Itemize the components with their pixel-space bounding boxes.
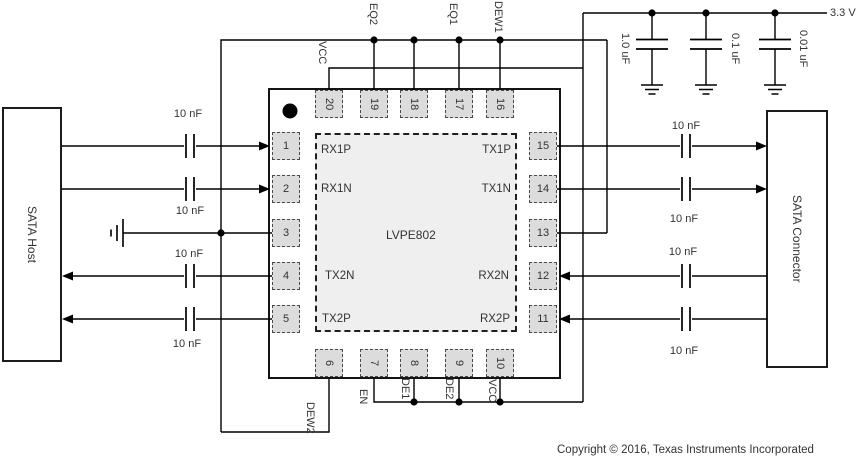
pin-number: 1 <box>282 140 290 152</box>
pin-box-9: 9 <box>445 349 473 377</box>
pin-number: 18 <box>408 97 420 111</box>
pin-number: 14 <box>536 183 550 195</box>
pin-number: 16 <box>494 97 506 111</box>
cap-value-10nF-rx1p: 10 nF <box>173 108 203 120</box>
pin-number: 7 <box>368 359 380 367</box>
signal-label-dew1: DEW1 <box>492 1 504 33</box>
pin-number: 17 <box>453 97 465 111</box>
pin-number: 11 <box>537 313 549 325</box>
pin-box-10: 10 <box>486 349 514 377</box>
pin-number: 6 <box>323 359 335 367</box>
pin-number: 8 <box>408 359 420 367</box>
cap-value-10nF-rx1n: 10 nF <box>175 205 205 217</box>
copyright-text: Copyright © 2016, Texas Instruments Inco… <box>557 444 814 456</box>
signal-label-vcc-top: VCC <box>316 41 328 65</box>
cap-value-0p1uF: 0.1 uF <box>729 33 741 65</box>
pin-box-18: 18 <box>400 90 428 118</box>
signal-label-eq1: EQ1 <box>447 3 459 26</box>
pin-box-3: 3 <box>272 219 300 247</box>
port-label-tx1p: TX1P <box>482 144 511 156</box>
pin-box-11: 11 <box>529 305 557 333</box>
pin-box-14: 14 <box>529 175 557 203</box>
pin-number: 20 <box>323 97 335 111</box>
port-label-rx2n: RX2N <box>478 270 509 282</box>
port-label-tx2n: TX2N <box>325 270 355 282</box>
power-rail-label: 3.3 V <box>830 7 856 19</box>
pin-box-1: 1 <box>272 132 300 160</box>
cap-value-1uF: 1.0 uF <box>619 33 631 65</box>
sata-connector-label: SATA Connector <box>790 195 804 283</box>
cap-value-0p01uF: 0.01 uF <box>797 30 809 68</box>
pin-box-16: 16 <box>486 90 514 118</box>
pin-box-7: 7 <box>360 349 388 377</box>
cap-value-10nF-tx1p: 10 nF <box>671 120 701 132</box>
pin-box-19: 19 <box>360 90 388 118</box>
port-label-tx1n: TX1N <box>481 183 511 195</box>
signal-label-vcc-bottom: VCC <box>486 379 498 403</box>
sata-host-label: SATA Host <box>25 206 39 263</box>
pin-box-20: 20 <box>315 90 343 118</box>
cap-value-10nF-tx2p: 10 nF <box>172 338 202 350</box>
pin-number: 12 <box>536 270 550 282</box>
signal-label-de1: DE1 <box>399 378 411 400</box>
signal-label-dew2: DEW2 <box>304 402 316 434</box>
sata-connector-block: SATA Connector <box>766 110 828 368</box>
chip-part-number: LVPE802 <box>386 228 436 242</box>
port-label-rx1n: RX1N <box>321 183 352 195</box>
port-label-tx2p: TX2P <box>322 313 351 325</box>
pin-box-2: 2 <box>272 175 300 203</box>
pin-box-4: 4 <box>272 262 300 290</box>
pin-box-6: 6 <box>315 349 343 377</box>
signal-label-de2: DE2 <box>443 378 455 400</box>
sata-host-block: SATA Host <box>2 107 62 362</box>
port-label-rx1p: RX1P <box>321 144 352 156</box>
cap-value-10nF-rx2n: 10 nF <box>668 246 698 258</box>
signal-label-en: EN <box>357 389 369 405</box>
pin-number: 4 <box>282 270 290 282</box>
pin-box-5: 5 <box>272 305 300 333</box>
pin-box-13: 13 <box>529 219 557 247</box>
pin-number: 9 <box>453 359 465 367</box>
cap-value-10nF-tx2n: 10 nF <box>174 248 204 260</box>
pin-box-15: 15 <box>529 132 557 160</box>
pin-box-17: 17 <box>445 90 473 118</box>
pin-number: 3 <box>282 227 290 239</box>
pin-number: 10 <box>494 356 506 370</box>
cap-value-10nF-tx1n: 10 nF <box>669 213 699 225</box>
pin-number: 2 <box>282 183 290 195</box>
pin-number: 15 <box>536 140 550 152</box>
port-label-rx2p: RX2P <box>479 313 510 325</box>
pin-box-12: 12 <box>529 262 557 290</box>
pin-number: 5 <box>282 313 290 325</box>
pin-number: 13 <box>536 227 550 239</box>
pin-number: 19 <box>368 97 380 111</box>
signal-label-eq2: EQ2 <box>367 3 379 26</box>
pin-box-8: 8 <box>400 349 428 377</box>
cap-value-10nF-rx2p: 10 nF <box>669 345 699 357</box>
